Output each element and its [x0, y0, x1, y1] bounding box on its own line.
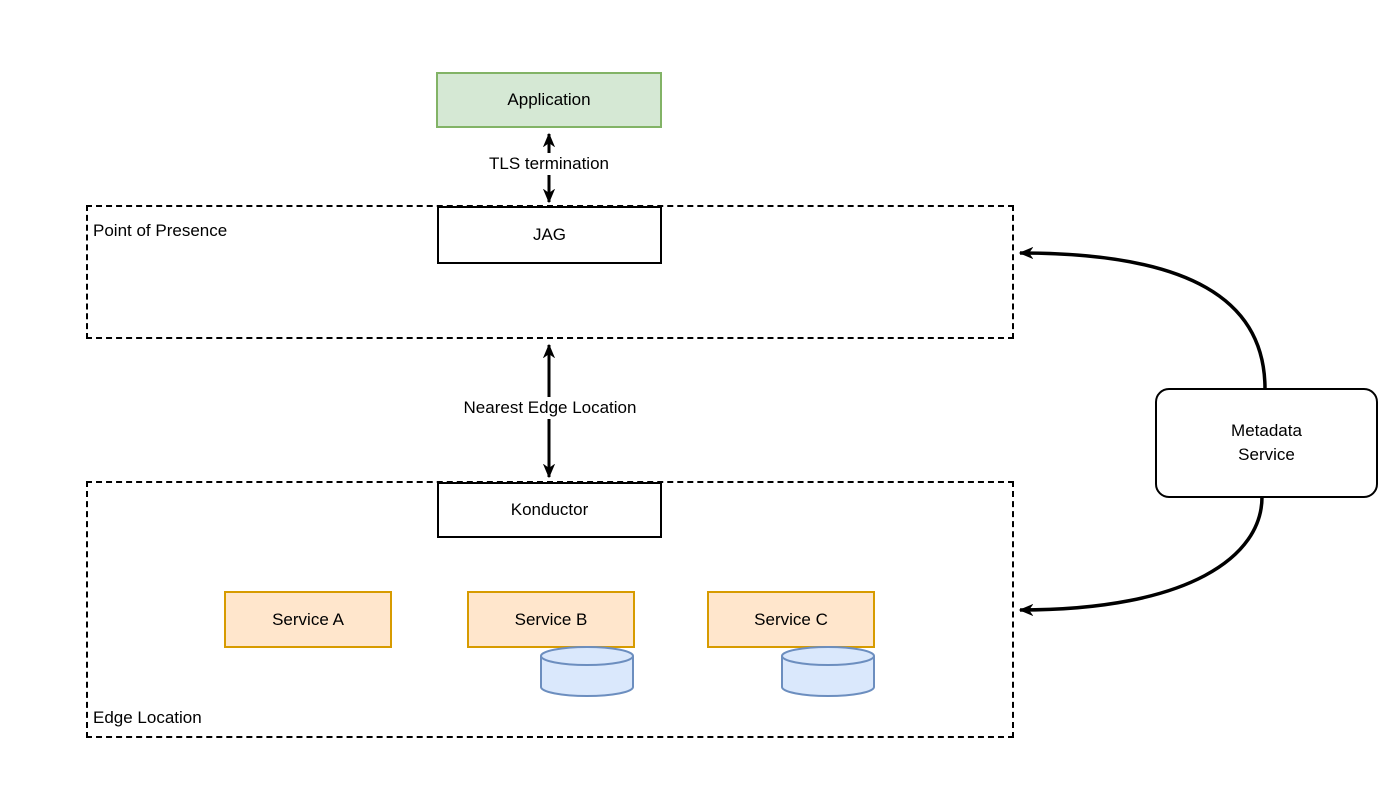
service-c-box: Service C: [707, 591, 875, 648]
tls-termination-label: TLS termination: [485, 153, 613, 175]
database-cylinder-c: [781, 646, 875, 697]
metadata-service-box: Metadata Service: [1155, 388, 1378, 498]
metadata-to-pop-arrow: [1020, 253, 1267, 390]
service-a-label: Service A: [272, 609, 344, 629]
jag-label: JAG: [532, 225, 567, 244]
nearest-edge-label: Nearest Edge Location: [459, 397, 641, 419]
service-b-label: Service B: [514, 609, 588, 629]
application-box: Application: [436, 72, 662, 128]
konductor-label: Konductor: [510, 500, 589, 519]
edge-region-label: Edge Location: [93, 708, 202, 727]
application-label: Application: [507, 90, 591, 109]
database-cylinder-b: [540, 646, 634, 697]
metadata-service-label-line1: Metadata: [1231, 421, 1302, 440]
metadata-service-label-line2: Service: [1238, 445, 1295, 464]
metadata-to-edge-arrow: [1020, 496, 1264, 610]
service-c-label: Service C: [754, 609, 828, 629]
jag-box: JAG: [437, 206, 662, 264]
service-a-box: Service A: [224, 591, 392, 648]
konductor-box: Konductor: [437, 482, 662, 538]
service-b-box: Service B: [467, 591, 635, 648]
pop-region-label: Point of Presence: [93, 221, 228, 240]
